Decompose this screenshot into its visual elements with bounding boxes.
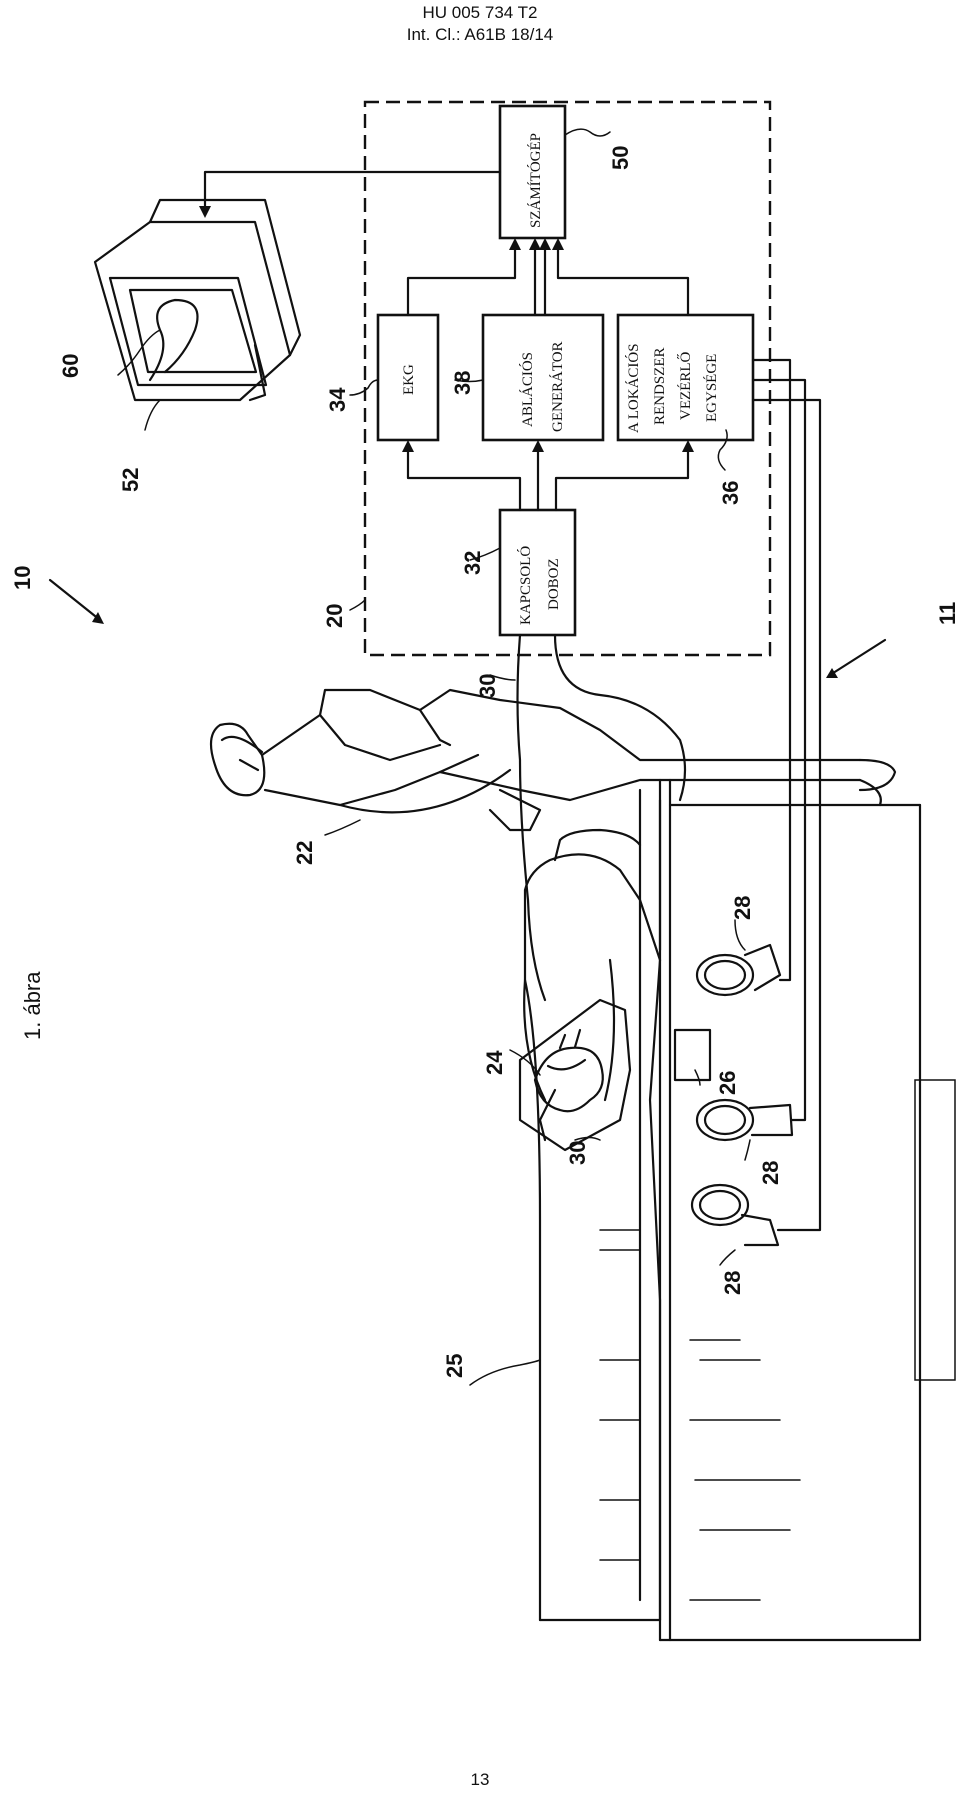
ref-30-a: 30 (475, 674, 500, 698)
ref-28-c: 28 (720, 1271, 745, 1295)
computer-to-monitor-connector (199, 170, 502, 218)
ref-50: 50 (608, 146, 633, 170)
ref-11: 11 (935, 602, 960, 625)
monitor-icon (93, 198, 302, 402)
computer-label: SZÁMÍTÓGÉP (527, 133, 544, 228)
system-leader-arrow (48, 578, 102, 622)
reference-leaders (117, 128, 751, 1386)
ref-22: 22 (292, 841, 317, 865)
blocks-to-computer-connectors (406, 238, 690, 317)
ablation-label-1: ABLÁCIÓS (519, 352, 536, 427)
console-enclosure (363, 100, 772, 657)
ref-20: 20 (322, 604, 347, 628)
patent-number: HU 005 734 T2 (422, 3, 538, 22)
location-unit-block (616, 313, 755, 442)
ref-52: 52 (118, 468, 143, 492)
ablation-generator-block (481, 313, 605, 442)
ref-25: 25 (442, 1354, 467, 1378)
ref-24: 24 (482, 1050, 507, 1075)
switch-label-2: DOBOZ (546, 558, 562, 610)
location-label-2: RENDSZER (652, 347, 668, 425)
operator-figure (209, 688, 897, 832)
radiator-coils (690, 943, 794, 1247)
catheter-cables (516, 633, 687, 1002)
heart-icon (533, 1028, 604, 1142)
page-number: 13 (470, 1770, 490, 1789)
ref-38: 38 (450, 371, 475, 395)
location-label-3: VEZÉRLŐ (677, 352, 694, 420)
ref-26: 26 (715, 1071, 740, 1095)
patient-figure (518, 788, 662, 1622)
patent-classification: Int. Cl.: A61B 18/14 (406, 25, 554, 44)
ref-32: 32 (460, 551, 485, 575)
ref-28-a: 28 (730, 896, 755, 920)
switch-to-blocks-connectors (402, 440, 694, 512)
switch-box-block (498, 508, 577, 637)
location-label-1: A LOKÁCIÓS (625, 343, 642, 433)
ref-60: 60 (58, 354, 83, 378)
ref-30-b: 30 (565, 1141, 590, 1165)
system-b-leader-arrow (828, 638, 887, 677)
location-label-4: EGYSÉGE (703, 354, 720, 422)
ref-36: 36 (718, 481, 743, 505)
reference-pad (673, 1028, 712, 1082)
ref-28-b: 28 (758, 1161, 783, 1185)
ekg-label: EKG (401, 364, 417, 395)
ref-10: 10 (10, 566, 35, 590)
switch-label-1: KAPCSOLÓ (517, 546, 534, 625)
location-unit-to-radiators-connectors (751, 358, 822, 1232)
ablation-label-2: GENERÁTOR (549, 341, 566, 432)
computer-block (498, 104, 567, 240)
ref-34: 34 (325, 387, 350, 412)
operating-table (599, 778, 956, 1642)
